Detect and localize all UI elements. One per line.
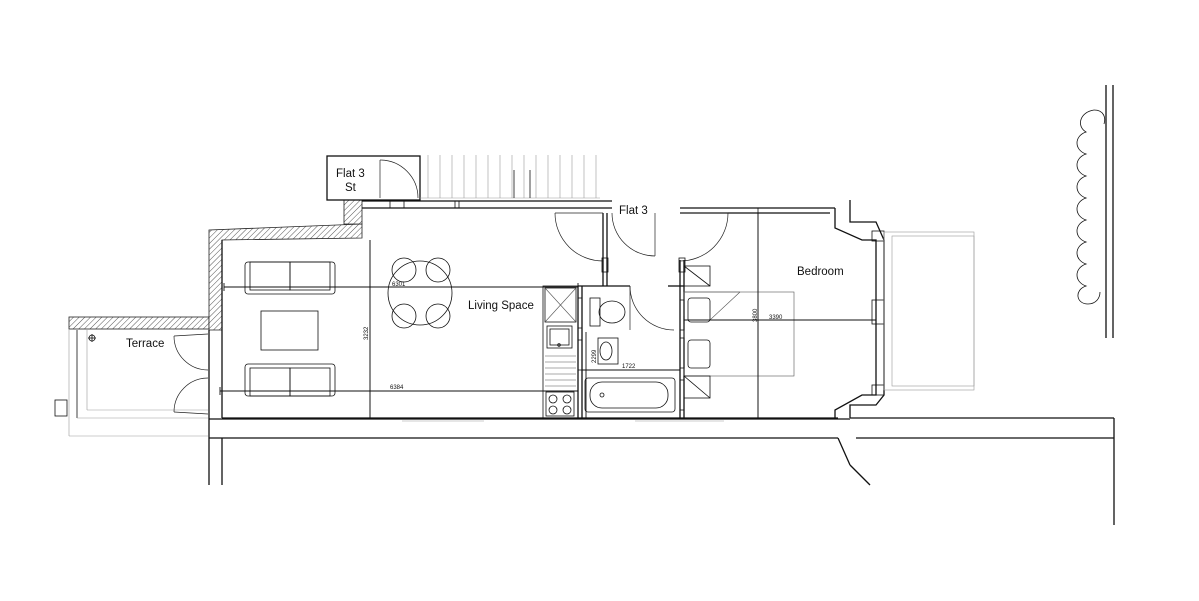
dimension-label: 3800 [753, 308, 759, 322]
dimension-label: 6301 [392, 282, 406, 288]
dimension-label: 3232 [364, 326, 370, 340]
room-label-flat3-stair-line1: Flat 3 [336, 168, 365, 180]
terrace-area: Terrace [54, 316, 210, 437]
living-furniture: Living Space [244, 257, 534, 397]
fridge-icon [544, 287, 577, 323]
hall-doors: Flat 3 [554, 205, 729, 331]
dining-table-icon [387, 257, 453, 329]
bedroom: Bedroom [683, 265, 844, 399]
bathtub-icon [584, 377, 676, 413]
hob-icon [545, 391, 575, 417]
stair-area: Flat 3 St [326, 155, 600, 201]
wall-markers [389, 200, 686, 411]
dimension-lines: 6301 6384 3232 3390 3800 1722 2299 [219, 213, 877, 418]
kitchen [542, 285, 579, 419]
counter-detail [545, 355, 576, 387]
room-label-bedroom: Bedroom [797, 266, 844, 278]
main-walls [208, 85, 1115, 525]
coffee-table-icon [260, 310, 319, 351]
wardrobe-icon [683, 265, 711, 399]
tree-icon [1076, 109, 1106, 305]
sink-icon [546, 325, 573, 349]
room-label-flat3-stair-line2: St [345, 182, 357, 194]
dimension-label: 3390 [769, 315, 783, 321]
dimension-label: 1722 [622, 364, 636, 370]
sofa-icon [244, 261, 336, 295]
terrace-light-icon [88, 334, 96, 342]
room-label-flat3: Flat 3 [619, 205, 648, 217]
washbasin-icon [597, 337, 619, 365]
sofa-icon [244, 363, 336, 397]
toilet-icon [589, 297, 626, 327]
dimension-label: 2299 [592, 349, 598, 363]
room-label-living: Living Space [468, 300, 534, 312]
dimension-label: 6384 [390, 385, 404, 391]
bed-icon [683, 291, 795, 377]
room-label-terrace: Terrace [126, 338, 164, 350]
stair-treads [420, 155, 600, 199]
